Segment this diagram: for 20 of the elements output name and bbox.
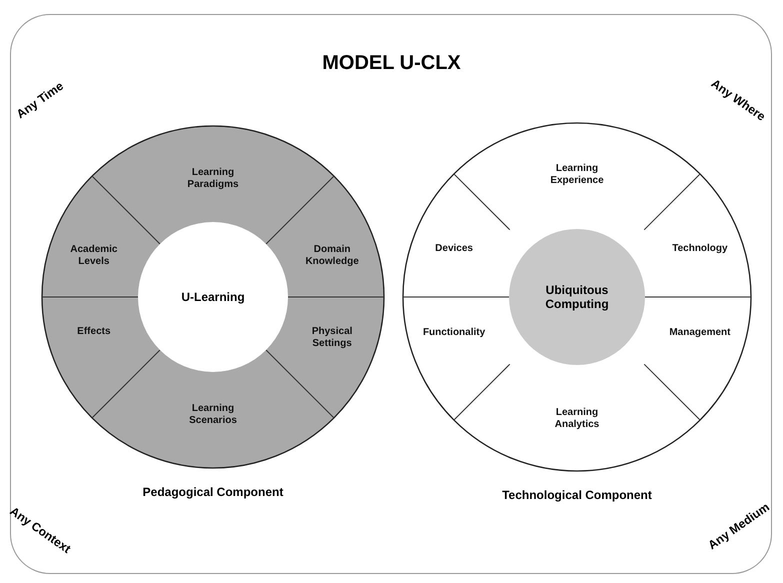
segment-label: Effects <box>56 326 132 338</box>
segment-label: Learning Paradigms <box>175 167 251 191</box>
segment-label: Domain Knowledge <box>294 244 370 268</box>
ring-diagram <box>402 122 752 472</box>
segment-label: Physical Settings <box>294 326 370 350</box>
component-caption: Technological Component <box>501 488 653 502</box>
segment-label: Functionality <box>416 327 492 340</box>
component-caption: Pedagogical Component <box>142 485 284 499</box>
segment-label: Learning Experience <box>539 163 615 187</box>
title: MODEL U-CLX <box>321 52 462 75</box>
segment-label: Devices <box>416 242 492 255</box>
ring-diagram <box>41 125 385 469</box>
segment-label: Learning Analytics <box>539 407 615 431</box>
corner-label: Any Time <box>14 78 66 122</box>
segment-label: Technology <box>662 242 738 255</box>
segment-label: Management <box>662 327 738 340</box>
segment-label: Academic Levels <box>56 244 132 268</box>
center-label: Ubiquitous Computing <box>544 283 610 311</box>
segment-label: Learning Scenarios <box>175 403 251 427</box>
center-label: U-Learning <box>180 290 246 304</box>
